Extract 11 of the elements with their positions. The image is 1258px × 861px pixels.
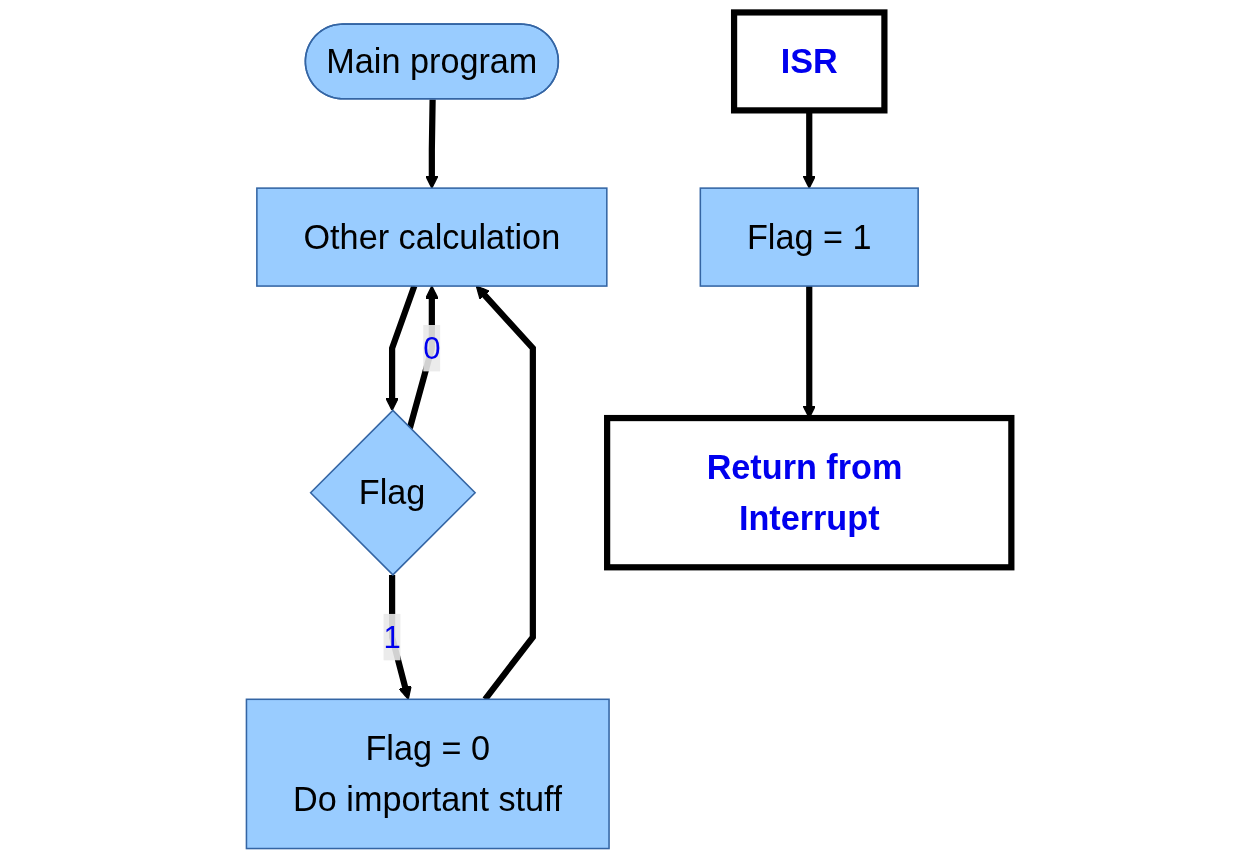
node-diamond: Flag	[309, 409, 477, 576]
edge-label: 1	[383, 620, 401, 655]
node-box: Return from Interrupt	[604, 414, 1015, 571]
arrow	[425, 99, 439, 189]
node-box: ISR	[731, 9, 888, 114]
arrow	[385, 285, 418, 412]
arrow	[802, 110, 817, 189]
node-box: Flag = 1	[699, 187, 920, 287]
node-box: Flag = 0 Do important stuff	[245, 698, 610, 850]
node-box: Other calculation	[256, 187, 608, 287]
edge-label: 0	[423, 331, 441, 366]
